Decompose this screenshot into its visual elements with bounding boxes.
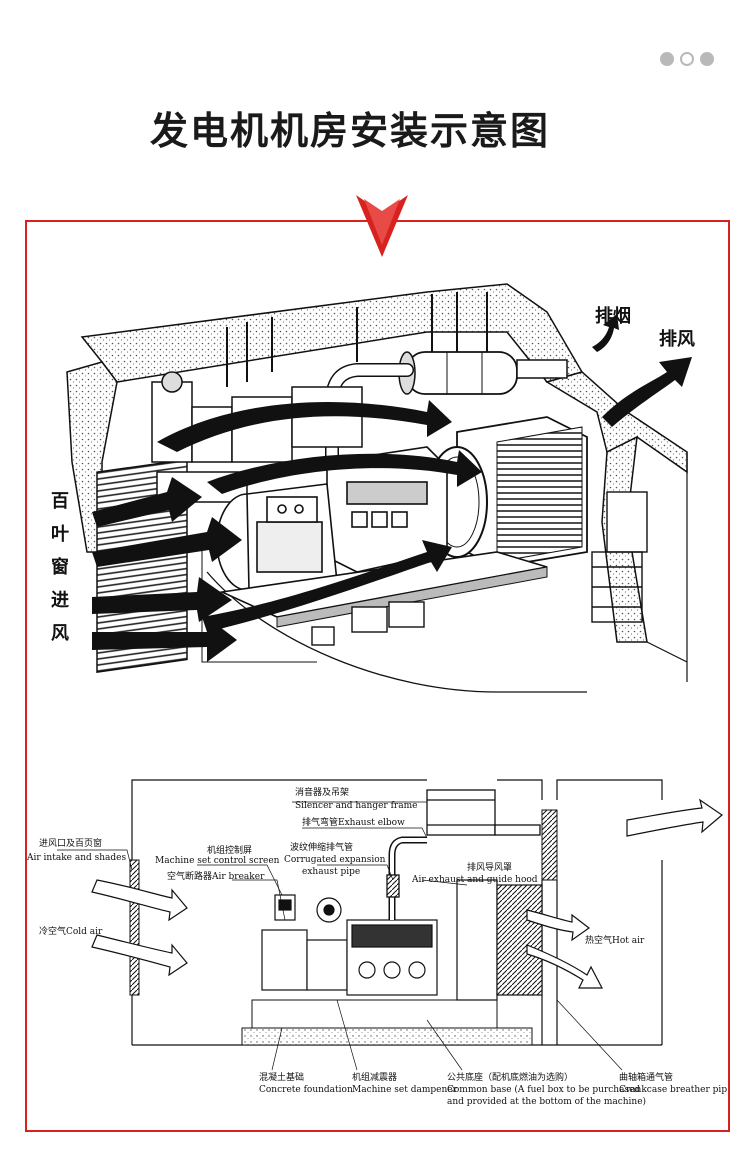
crankcase-label-cn: 曲轴箱通气管 bbox=[619, 1071, 673, 1083]
air-intake-label-cn: 进风口及百页窗 bbox=[39, 837, 102, 849]
guide-hood-label-cn: 排风导风罩 bbox=[467, 861, 512, 873]
generator-room-elevation-diagram: 进风口及百页窗 Air intake and shades 冷空气Cold ai… bbox=[27, 779, 727, 1107]
base-label-en1: Common base (A fuel box to be purchased bbox=[447, 1084, 640, 1095]
concrete-label-cn: 混凝土基础 bbox=[259, 1071, 304, 1083]
dampener-label-en: Machine set dampener bbox=[352, 1085, 458, 1095]
silencer bbox=[398, 351, 568, 395]
exhaust-air-label: 排风 bbox=[659, 328, 695, 350]
control-screen-label-cn: 机组控制屏 bbox=[207, 844, 252, 856]
alternator bbox=[216, 483, 338, 591]
crankcase-label-en: Crankcase breather pipe bbox=[619, 1085, 727, 1095]
hot-air-label: 热空气Hot air bbox=[585, 934, 645, 946]
control-screen-label-en: Machine set control screen bbox=[155, 856, 280, 866]
base-label-cn: 公共底座（配机底燃油为选购） bbox=[447, 1071, 573, 1083]
pager-dot bbox=[700, 52, 714, 66]
guide-hood-label-en: Air exhaust and guide hood bbox=[411, 875, 538, 885]
airflow-arrows bbox=[92, 314, 692, 662]
generator-room-isometric-diagram: 排烟 排风 百 叶 窗 进 风 bbox=[51, 283, 695, 693]
pager-dot bbox=[660, 52, 674, 66]
down-triangle-icon bbox=[356, 195, 408, 257]
pager-dot-active bbox=[680, 52, 694, 66]
corrugated-label-cn: 波纹伸缩排气管 bbox=[290, 841, 353, 853]
louver-intake-label: 百 叶 窗 进 风 bbox=[51, 491, 69, 644]
cold-air-label: 冷空气Cold air bbox=[39, 925, 103, 937]
corrugated-label-en1: Corrugated expansion bbox=[284, 855, 386, 865]
corrugated-label-en2: exhaust pipe bbox=[302, 867, 360, 877]
silencer-label-cn: 消音器及吊架 bbox=[295, 786, 349, 798]
common-base bbox=[251, 999, 498, 1029]
louver-intake-char: 窗 bbox=[51, 556, 69, 578]
louver-intake-char: 进 bbox=[51, 590, 69, 611]
callout-labels: 进风口及百页窗 Air intake and shades 冷空气Cold ai… bbox=[27, 786, 727, 1107]
water-tank bbox=[591, 491, 648, 623]
silencer-label-en: Silencer and hanger frame bbox=[295, 801, 417, 811]
louver-intake-char: 叶 bbox=[51, 524, 69, 545]
air-intake-label-en: Air intake and shades bbox=[27, 853, 126, 863]
leader-lines bbox=[57, 801, 623, 1071]
louver-wall bbox=[129, 859, 140, 996]
louver-intake-char: 风 bbox=[51, 623, 69, 644]
concrete-foundation bbox=[241, 1027, 533, 1046]
louver-intake-char: 百 bbox=[51, 491, 69, 512]
pager-dots bbox=[660, 52, 714, 66]
exhaust-wall bbox=[541, 809, 558, 881]
exhaust-smoke-label: 排烟 bbox=[595, 305, 631, 327]
air-breaker-label: 空气断路器Air breaker bbox=[167, 870, 265, 882]
page-title: 发电机机房安装示意图 bbox=[149, 109, 550, 153]
dampener-label-cn: 机组减震器 bbox=[352, 1071, 397, 1083]
base-label-en2: and provided at the bottom of the machin… bbox=[447, 1096, 646, 1107]
exhaust-elbow-label: 排气弯管Exhaust elbow bbox=[302, 816, 405, 828]
airflow-arrows bbox=[91, 798, 723, 989]
batteries bbox=[311, 601, 425, 646]
radiator bbox=[456, 879, 543, 1001]
engine bbox=[346, 919, 438, 996]
radiator bbox=[426, 416, 588, 568]
exhaust-system bbox=[386, 789, 541, 920]
alternator bbox=[261, 894, 348, 991]
concrete-label-en: Concrete foundation bbox=[259, 1085, 353, 1095]
